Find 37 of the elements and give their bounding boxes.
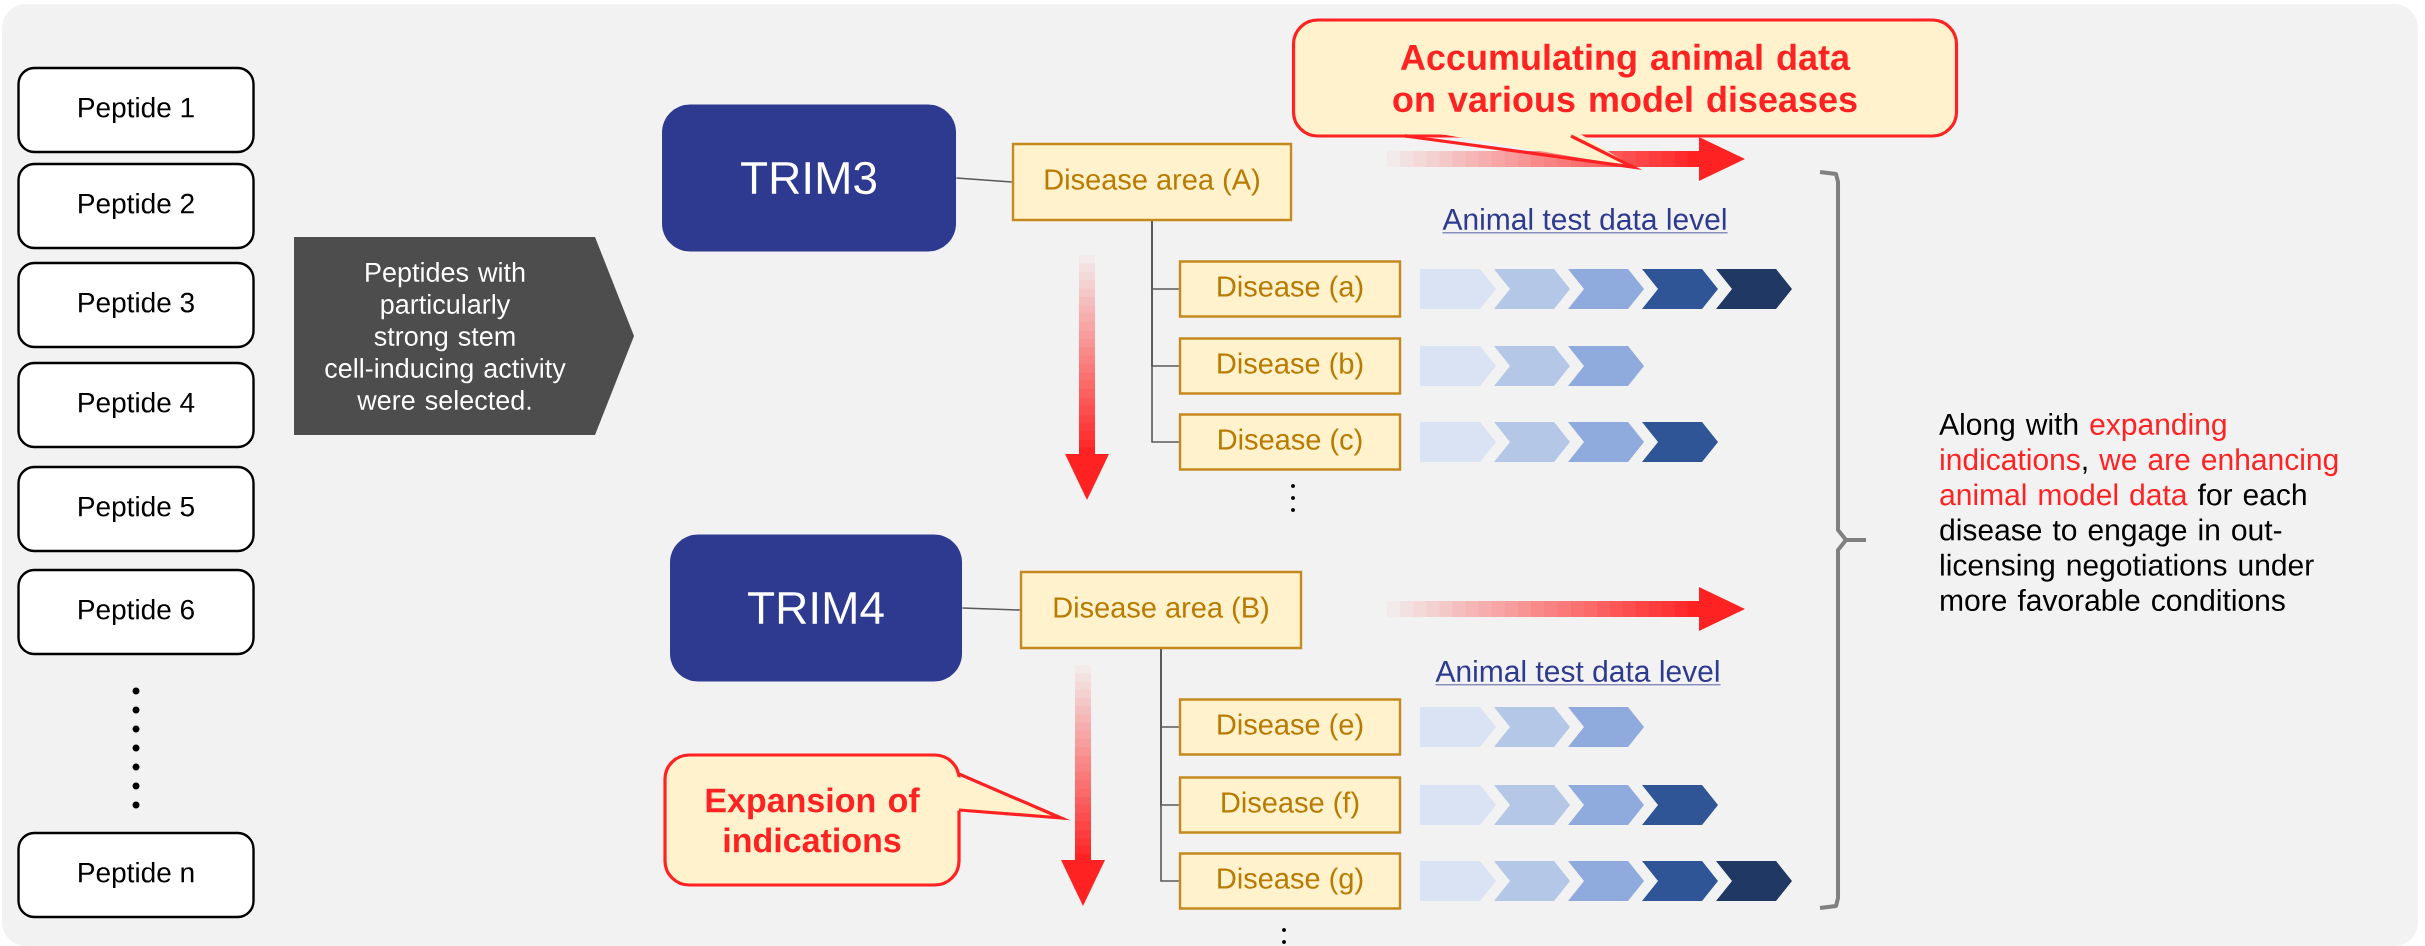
note-text: Along with expanding indications, we are enhancing animal model data for each disease to engage in out-licensing negotiations under more favorable conditions bbox=[1939, 413, 2338, 611]
connector-line bbox=[1151, 220, 1180, 443]
disease-area-box: Disease area (A) bbox=[1011, 142, 1293, 222]
callout-box: Accumulating animal data on various model diseases bbox=[1291, 18, 1959, 170]
peptide-box: Peptide 1 bbox=[17, 66, 255, 154]
peptide-box: Peptide 6 bbox=[17, 568, 255, 656]
peptide-box: Peptide 5 bbox=[17, 465, 255, 553]
label: more favorable conditions bbox=[1941, 588, 2285, 611]
target-box: TRIM3 bbox=[662, 104, 956, 252]
label: expanding bbox=[2090, 412, 2226, 441]
selection-chevron: Peptides with particularly strong stem cell-inducing activity were selected. bbox=[294, 237, 634, 435]
disease-box: Disease (f) bbox=[1178, 776, 1402, 834]
peptide-box: Peptide n bbox=[17, 831, 255, 919]
callout-box: Expansion of indications bbox=[663, 753, 1071, 887]
label: , bbox=[2083, 466, 2087, 474]
connector-line bbox=[961, 607, 1021, 611]
target-box: TRIM4 bbox=[670, 534, 962, 682]
label: for each bbox=[2197, 483, 2306, 506]
disease-box: Disease (g) bbox=[1178, 852, 1402, 910]
label: we are enhancing bbox=[2099, 448, 2338, 477]
disease-area-box: Disease area (B) bbox=[1019, 570, 1303, 650]
connector-line bbox=[1160, 648, 1180, 882]
connector-line bbox=[955, 177, 1013, 183]
peptide-box: Peptide 3 bbox=[17, 261, 255, 349]
label: licensing negotiations under bbox=[1941, 553, 2314, 582]
label: animal model data bbox=[1940, 483, 2188, 506]
disease-box: Disease (c) bbox=[1178, 413, 1402, 471]
label: indications bbox=[1941, 448, 2080, 471]
disease-box: Disease (e) bbox=[1178, 698, 1402, 756]
disease-box: Disease (b) bbox=[1178, 337, 1402, 395]
peptide-box: Peptide 2 bbox=[17, 162, 255, 250]
link-text: Animal test data level bbox=[1435, 660, 1721, 686]
disease-box: Disease (a) bbox=[1178, 260, 1402, 318]
link-text: Animal test data level bbox=[1442, 208, 1728, 234]
label: Along with bbox=[1939, 412, 2078, 441]
peptide-box: Peptide 4 bbox=[17, 361, 255, 449]
label: disease to engage in out- bbox=[1940, 518, 2282, 547]
